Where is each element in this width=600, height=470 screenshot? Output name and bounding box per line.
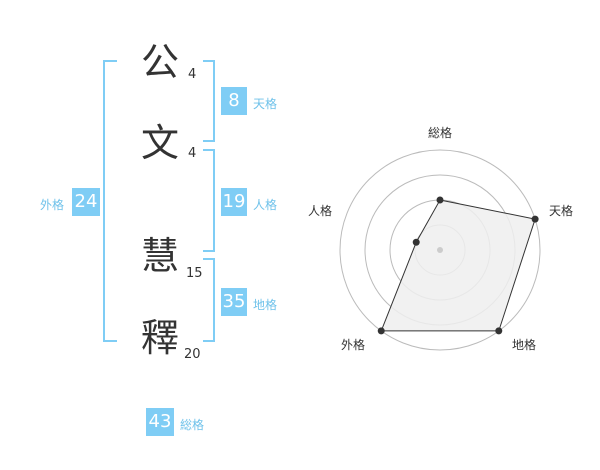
gaikaku-value: 24 [72,188,100,216]
jinkaku-label: 人格 [253,198,278,212]
jinkaku-bracket [203,149,215,252]
soukaku-label: 総格 [180,418,205,432]
tenkaku-bracket [203,60,215,142]
radar-point-0 [436,196,444,204]
tenkaku-label: 天格 [253,97,278,111]
given-char-1: 慧 [141,234,180,278]
stroke-count-1: 4 [188,67,197,82]
radar-point-1 [531,215,539,223]
radar-grid-ring-4 [339,149,541,351]
radar-axis-label-soukaku: 総格 [428,126,453,140]
soukaku-value: 43 [146,408,174,436]
tenkaku-value: 8 [221,87,247,115]
jinkaku-value: 19 [221,188,247,216]
radar-axis-label-chikaku: 地格 [512,338,537,352]
radar-axis-label-tenkaku: 天格 [549,204,574,218]
gaikaku-bracket [103,60,117,342]
chikaku-bracket [203,258,215,342]
radar-point-3 [377,327,385,335]
radar-axis-label-gaikaku: 外格 [341,338,366,352]
chikaku-value: 35 [221,288,247,316]
surname-char-2: 文 [141,121,180,165]
chikaku-label: 地格 [253,298,278,312]
radar-axis-label-jinkaku: 人格 [308,204,333,218]
surname-char-1: 公 [141,40,180,84]
stroke-count-3: 15 [186,266,203,281]
gaikaku-label: 外格 [40,198,65,212]
stroke-count-2: 4 [188,146,197,161]
given-char-2: 釋 [141,316,180,360]
radar-point-4 [412,238,420,246]
radar-point-2 [495,327,503,335]
radar-center-dot [437,247,443,253]
radar-series-area [380,199,536,332]
stroke-count-4: 20 [184,347,201,362]
